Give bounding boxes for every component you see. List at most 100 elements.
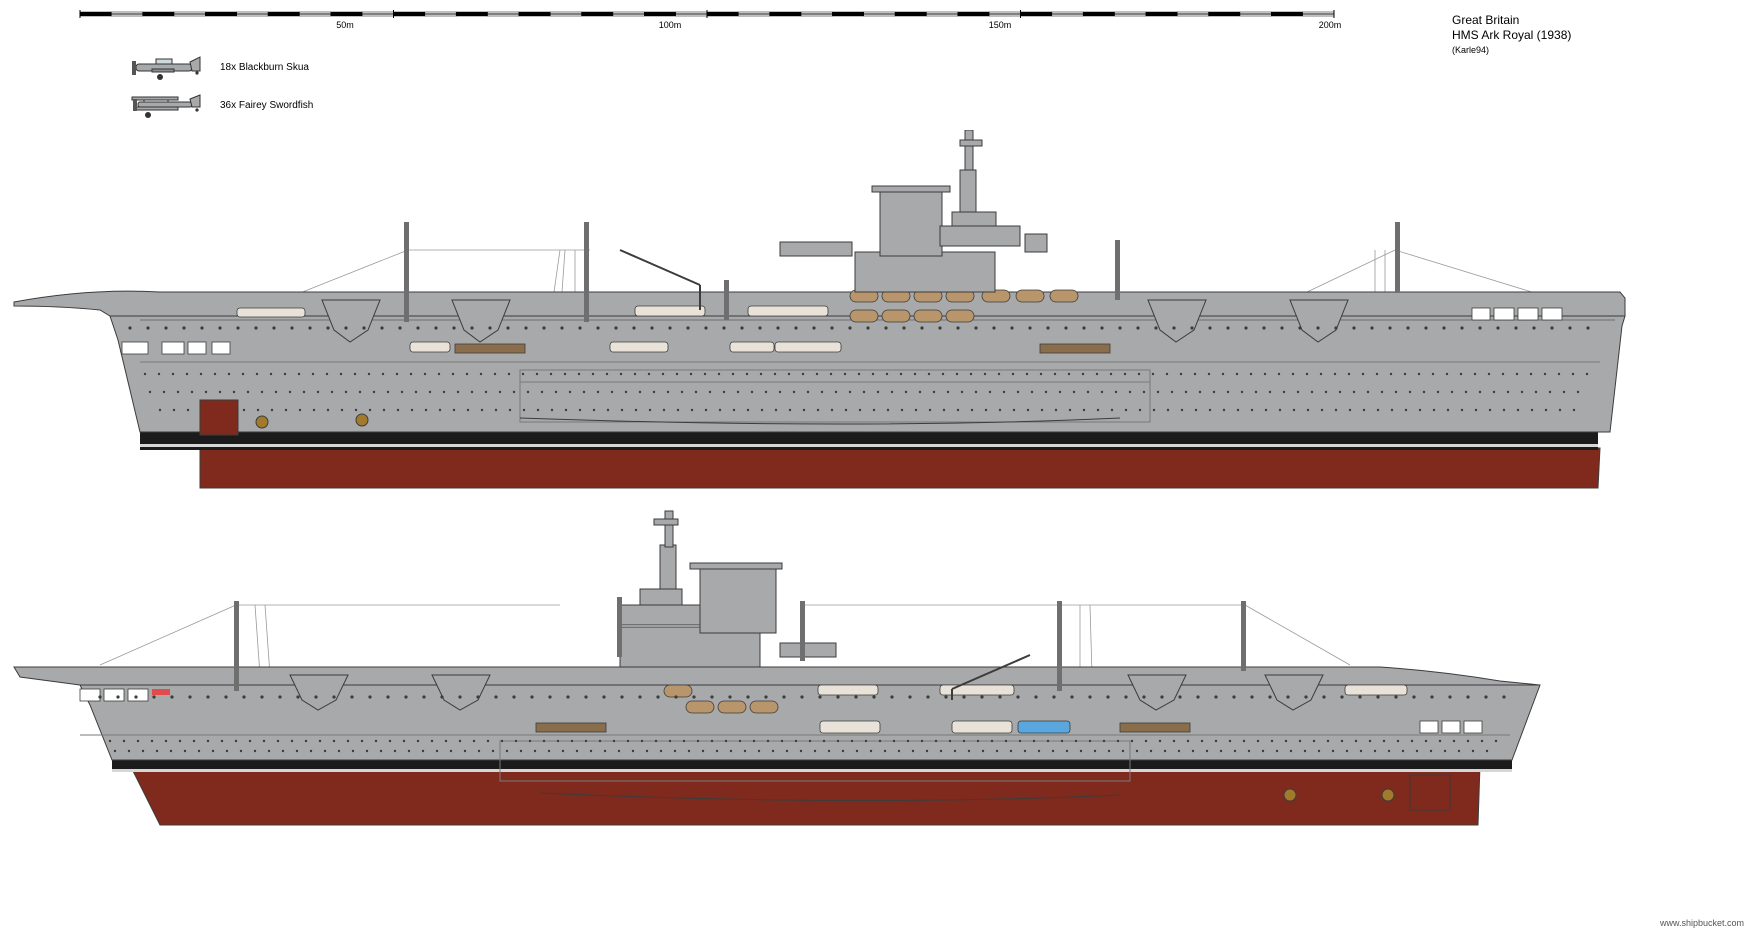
ship-name: HMS Ark Royal (1938) — [1452, 28, 1572, 42]
porthole — [1068, 408, 1072, 412]
porthole — [1492, 390, 1496, 394]
porthole — [1118, 326, 1122, 330]
porthole — [1312, 739, 1316, 743]
porthole — [984, 408, 988, 412]
porthole — [760, 408, 764, 412]
porthole — [1438, 739, 1442, 743]
porthole — [158, 408, 162, 412]
porthole — [1158, 739, 1162, 743]
porthole — [661, 372, 665, 376]
porthole — [647, 372, 651, 376]
porthole — [500, 739, 504, 743]
porthole — [1430, 695, 1434, 699]
porthole — [871, 372, 875, 376]
porthole — [1160, 695, 1164, 699]
porthole — [337, 749, 341, 753]
porthole — [344, 326, 348, 330]
swordfish-label: 36x Fairey Swordfish — [220, 99, 314, 111]
porthole — [554, 390, 558, 394]
porthole — [113, 749, 117, 753]
porthole — [1149, 749, 1153, 753]
porthole — [1376, 408, 1380, 412]
porthole — [815, 372, 819, 376]
porthole — [1242, 739, 1246, 743]
porthole — [242, 695, 246, 699]
porthole — [172, 408, 176, 412]
porthole — [854, 695, 858, 699]
porthole — [1334, 408, 1338, 412]
porthole — [246, 390, 250, 394]
porthole — [1154, 326, 1158, 330]
porthole — [199, 372, 203, 376]
port-profile-view — [13, 510, 1541, 826]
porthole — [578, 408, 582, 412]
porthole — [1484, 695, 1488, 699]
porthole — [1502, 408, 1506, 412]
porthole — [382, 408, 386, 412]
porthole — [395, 372, 399, 376]
porthole — [743, 749, 747, 753]
porthole — [956, 326, 960, 330]
porthole — [368, 408, 372, 412]
porthole — [603, 749, 607, 753]
porthole — [409, 372, 413, 376]
porthole — [498, 390, 502, 394]
porthole — [668, 739, 672, 743]
porthole — [731, 372, 735, 376]
porthole — [155, 749, 159, 753]
porthole — [323, 749, 327, 753]
porthole — [1415, 749, 1419, 753]
porthole — [1236, 408, 1240, 412]
porthole — [584, 695, 588, 699]
porthole — [1124, 695, 1128, 699]
porthole — [902, 326, 906, 330]
porthole — [969, 372, 973, 376]
porthole — [1324, 390, 1328, 394]
porthole — [178, 739, 182, 743]
porthole — [619, 372, 623, 376]
porthole — [800, 695, 804, 699]
porthole — [344, 390, 348, 394]
porthole — [1268, 695, 1272, 699]
porthole — [1088, 695, 1092, 699]
porthole — [108, 739, 112, 743]
porthole — [1562, 390, 1566, 394]
porthole — [848, 326, 852, 330]
porthole — [690, 408, 694, 412]
porthole — [1184, 390, 1188, 394]
porthole — [1256, 739, 1260, 743]
porthole — [806, 390, 810, 394]
porthole — [162, 390, 166, 394]
porthole — [1340, 739, 1344, 743]
porthole — [983, 372, 987, 376]
porthole — [1571, 372, 1575, 376]
porthole — [416, 739, 420, 743]
porthole — [206, 695, 210, 699]
porthole — [533, 749, 537, 753]
porthole — [1387, 749, 1391, 753]
porthole — [792, 390, 796, 394]
porthole — [1172, 326, 1176, 330]
porthole — [451, 372, 455, 376]
porthole — [524, 326, 528, 330]
porthole — [718, 408, 722, 412]
porthole — [990, 739, 994, 743]
porthole — [1306, 408, 1310, 412]
porthole — [1520, 390, 1524, 394]
porthole — [354, 408, 358, 412]
porthole — [1406, 326, 1410, 330]
porthole — [602, 695, 606, 699]
porthole — [1121, 749, 1125, 753]
porthole — [1060, 739, 1064, 743]
porthole — [864, 739, 868, 743]
porthole — [575, 749, 579, 753]
porthole — [648, 408, 652, 412]
porthole — [424, 408, 428, 412]
porthole — [1072, 390, 1076, 394]
porthole — [1317, 749, 1321, 753]
porthole — [1485, 749, 1489, 753]
porthole — [1100, 390, 1104, 394]
porthole — [1205, 749, 1209, 753]
porthole — [818, 695, 822, 699]
porthole — [1250, 408, 1254, 412]
